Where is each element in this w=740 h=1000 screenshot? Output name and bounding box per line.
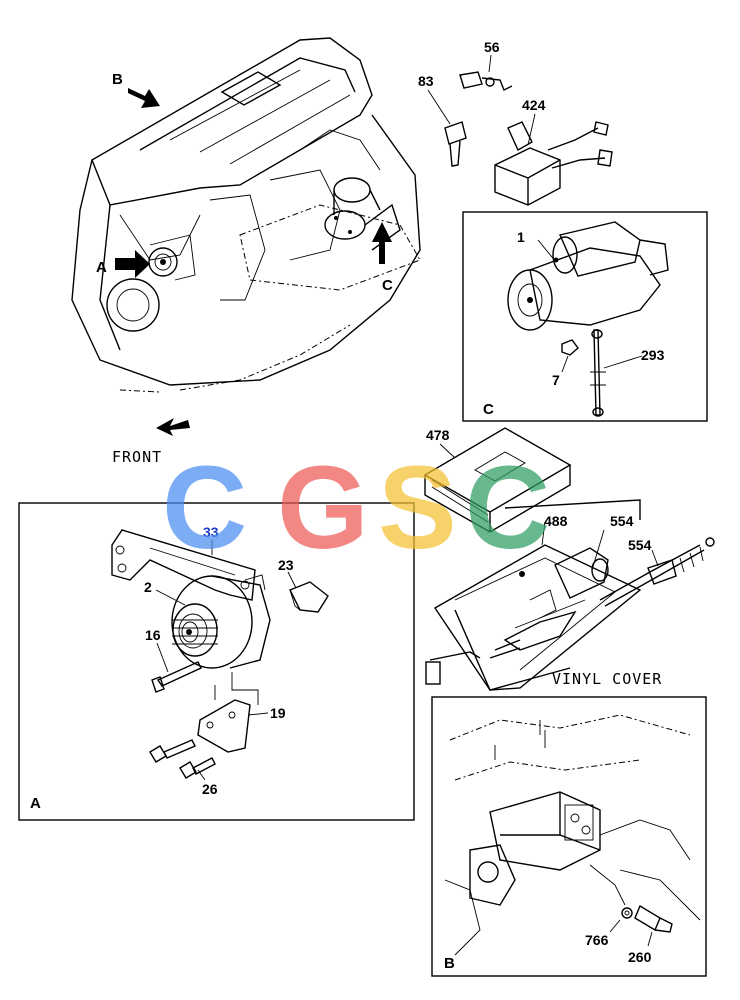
watermark-letter-s: S (378, 442, 457, 574)
part-label-488: 488 (544, 513, 568, 529)
part-label-7: 7 (552, 372, 560, 388)
part-label-554-upper: 554 (610, 513, 634, 529)
part-424-relay (494, 113, 613, 206)
part-label-293: 293 (641, 347, 665, 363)
part-33-bracket (111, 529, 256, 601)
view-c-frame (462, 211, 708, 422)
view-arrow-a (115, 250, 150, 278)
view-b-letter: B (444, 955, 455, 972)
watermark-logo: C G S C (162, 442, 550, 574)
engine-view-c-letter: C (382, 277, 393, 294)
part-label-554-lower: 554 (628, 537, 652, 553)
part-26-bolts (149, 739, 216, 781)
part-1-starter-motor (507, 221, 669, 331)
front-arrow (156, 418, 190, 436)
part-label-19: 19 (270, 705, 286, 721)
part-label-2: 2 (144, 579, 152, 595)
vinyl-cover-bracket-bottom (454, 609, 571, 691)
part-2-alternator (155, 574, 271, 669)
part-label-478: 478 (426, 427, 450, 443)
view-c-letter: C (483, 401, 494, 418)
view-b-frame (431, 696, 707, 977)
watermark-letter-c1: C (162, 442, 247, 574)
part-478-controller (423, 427, 572, 533)
part-label-33: 33 (203, 524, 219, 540)
part-554-cable (591, 529, 715, 607)
front-label: FRONT (112, 448, 162, 466)
watermark-letter-c2: C (465, 442, 550, 574)
vinyl-cover-bracket-top (504, 499, 641, 520)
part-label-260: 260 (628, 949, 652, 965)
vinyl-cover-label: VINYL COVER (552, 670, 662, 688)
part-83-sensor (427, 89, 467, 167)
part-label-424: 424 (522, 97, 546, 113)
part-label-1: 1 (517, 229, 525, 245)
view-arrow-c (372, 222, 392, 264)
part-19-adjusting-plate (197, 672, 269, 753)
part-label-56: 56 (484, 39, 500, 55)
view-a-letter: A (30, 795, 41, 812)
engine-view-a-letter: A (96, 259, 107, 276)
view-b-drawing (444, 714, 701, 956)
part-16-bolt (151, 642, 202, 693)
part-label-83: 83 (418, 73, 434, 89)
part-label-16: 16 (145, 627, 161, 643)
part-56-switch (459, 54, 513, 91)
view-arrow-b (128, 88, 160, 108)
engine-drawing (71, 37, 421, 393)
part-23-shield (287, 571, 329, 613)
part-label-766: 766 (585, 932, 609, 948)
part-293-cable (590, 329, 643, 417)
part-label-26: 26 (202, 781, 218, 797)
part-488-accelerator-unit (425, 521, 642, 691)
part-7-nut (561, 339, 579, 373)
watermark-letter-g: G (277, 442, 369, 574)
part-label-23: 23 (278, 557, 294, 573)
view-a-frame (18, 502, 415, 821)
engine-view-b-letter: B (112, 71, 123, 88)
